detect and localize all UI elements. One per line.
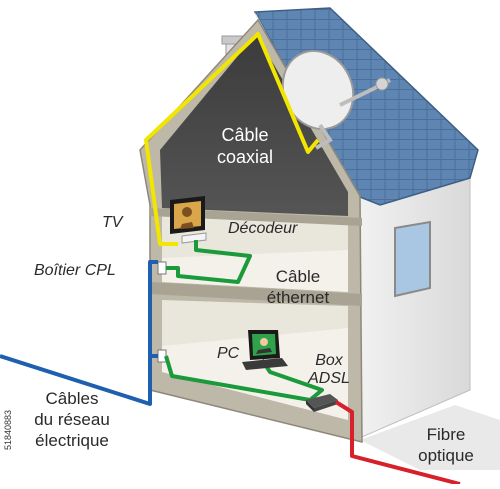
tv-icon: [170, 196, 205, 234]
laptop-icon: [242, 330, 288, 370]
cpl-box-lower-icon: [157, 349, 167, 363]
electric-cable: [0, 260, 158, 406]
upper-room-floor: [162, 250, 348, 292]
label-boitier-cpl: Boîtier CPL: [34, 262, 116, 279]
label-fibre-optique: Fibre optique: [406, 424, 486, 466]
label-cables-reseau-line1: Câbles: [45, 389, 99, 408]
label-decodeur: Décodeur: [228, 220, 298, 237]
decoder-icon: [181, 232, 207, 244]
label-cable-ethernet-line2: éthernet: [266, 288, 330, 307]
floor-slab-1: [150, 282, 362, 306]
ethernet-cable-upper: [166, 240, 252, 284]
label-tv: TV: [102, 214, 123, 231]
satellite-dish-icon: [281, 50, 391, 150]
label-fibre-optique-line2: optique: [418, 446, 474, 465]
label-fibre-optique-line1: Fibre: [426, 425, 466, 444]
coaxial-cable: [144, 32, 320, 246]
stock-id-text: 51840883: [3, 409, 13, 450]
ethernet-cable-lower: [164, 355, 324, 402]
label-cables-reseau-line3: électrique: [35, 431, 109, 450]
ground-shadow: [360, 405, 500, 470]
adsl-box-icon: [306, 394, 338, 412]
label-box-adsl-line1: Box: [315, 352, 343, 369]
cpl-box-upper-icon: [157, 261, 167, 275]
fiber-optic-cable: [334, 400, 461, 486]
label-box-adsl-line2: ADSL: [308, 370, 350, 387]
label-cable-coaxial-line1: Câble: [221, 125, 269, 145]
house-window: [394, 220, 431, 298]
label-cable-coaxial-line2: coaxial: [216, 147, 274, 167]
side-wall: [354, 169, 471, 441]
label-cables-reseau-electrique: Câbles du réseau électrique: [22, 388, 122, 451]
attic-interior: [160, 34, 348, 216]
label-cable-ethernet: Câble éthernet: [258, 266, 338, 308]
label-box-adsl: Box ADSL: [306, 352, 352, 388]
label-pc: PC: [217, 345, 240, 362]
label-cable-coaxial: Câble coaxial: [205, 124, 285, 168]
label-cable-ethernet-line1: Câble: [275, 267, 321, 286]
stock-id: 51840883: [3, 380, 15, 450]
label-cables-reseau-line2: du réseau: [34, 410, 110, 429]
